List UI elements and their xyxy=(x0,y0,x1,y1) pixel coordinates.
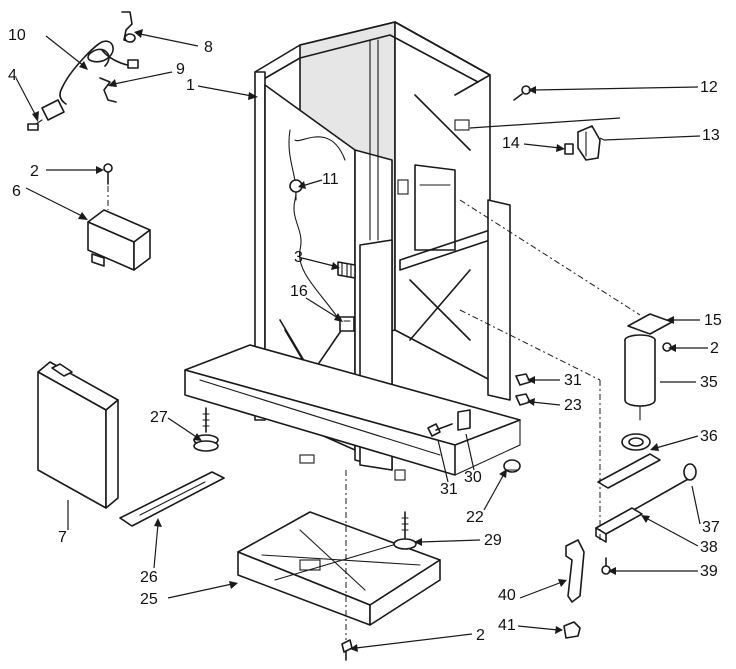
part-16-switch xyxy=(339,316,355,332)
part-27-leg-center xyxy=(393,511,417,550)
part-13-switch xyxy=(577,125,601,161)
callout-14: 14 xyxy=(502,135,520,152)
callout-35: 35 xyxy=(700,374,718,391)
callout-39: 39 xyxy=(700,563,718,580)
callout-2-bottom: 2 xyxy=(476,627,485,644)
part-41-block xyxy=(563,621,581,639)
part-38-bracket xyxy=(595,507,643,543)
callout-4: 4 xyxy=(8,67,17,84)
part-36-bracket xyxy=(597,433,661,489)
callout-13: 13 xyxy=(702,127,720,144)
part-8-clip xyxy=(121,11,136,43)
part-26-strip xyxy=(119,471,225,527)
callout-36: 36 xyxy=(700,428,718,445)
part-31-nut xyxy=(515,373,531,386)
part-30-bolt xyxy=(427,423,453,437)
callout-15: 15 xyxy=(704,312,722,329)
callout-2-upper-left: 2 xyxy=(30,163,39,180)
part-9-clip xyxy=(99,77,117,103)
callout-31: 31 xyxy=(564,372,582,389)
part-2-screw-bottom xyxy=(341,639,353,661)
part-4-plug xyxy=(27,99,65,131)
callout-29: 30 xyxy=(464,469,482,486)
part-40-latch-arm xyxy=(565,539,585,603)
callout-leaders xyxy=(15,29,708,652)
cabinet-frame xyxy=(184,21,521,481)
part-2-screw-right xyxy=(662,342,672,352)
callout-30: 31 xyxy=(440,481,458,498)
part-11-grommet xyxy=(289,179,303,201)
part-6-bracket xyxy=(87,209,151,271)
callout-27-center: 29 xyxy=(484,532,502,549)
callout-40: 40 xyxy=(498,587,516,604)
part-29-bar xyxy=(457,409,471,431)
callout-6: 6 xyxy=(12,183,21,200)
callout-38: 38 xyxy=(700,539,718,556)
part-27-leg-left xyxy=(193,407,219,452)
part-39-screw xyxy=(601,557,611,575)
callout-10: 10 xyxy=(8,27,26,44)
part-15-bracket xyxy=(627,313,673,335)
part-10-power-cord xyxy=(59,40,139,105)
callout-23: 23 xyxy=(564,397,582,414)
callout-2-right: 2 xyxy=(710,340,719,357)
part-23-nut xyxy=(515,393,531,406)
part-3-strain-relief xyxy=(337,261,356,279)
callout-25: 25 xyxy=(140,591,158,608)
callout-3: 3 xyxy=(294,249,303,266)
callout-12: 12 xyxy=(700,79,718,96)
part-12-screw xyxy=(513,85,531,101)
callout-8: 8 xyxy=(204,39,213,56)
part-2-screw-upper xyxy=(103,163,113,185)
callout-16: 16 xyxy=(290,283,308,300)
callout-26: 26 xyxy=(140,569,158,586)
part-14-clip xyxy=(564,143,574,155)
callout-37: 37 xyxy=(702,519,720,536)
assembly-center-lines xyxy=(107,186,641,640)
part-7-side-panel xyxy=(37,361,119,509)
callout-22: 22 xyxy=(466,509,484,526)
callout-9: 9 xyxy=(176,61,185,78)
callout-labels: 10 4 8 9 1 2 6 11 3 16 12 14 13 15 2 35 … xyxy=(8,27,722,644)
callout-1: 1 xyxy=(186,77,195,94)
part-25-base-pan xyxy=(237,511,441,626)
callout-27-left: 27 xyxy=(150,409,168,426)
callout-41: 41 xyxy=(498,617,516,634)
part-37-rod xyxy=(629,463,697,513)
part-35-capacitor xyxy=(624,334,656,421)
callout-11: 11 xyxy=(322,171,339,188)
callout-7: 7 xyxy=(58,529,67,546)
part-22-foot xyxy=(503,459,521,473)
